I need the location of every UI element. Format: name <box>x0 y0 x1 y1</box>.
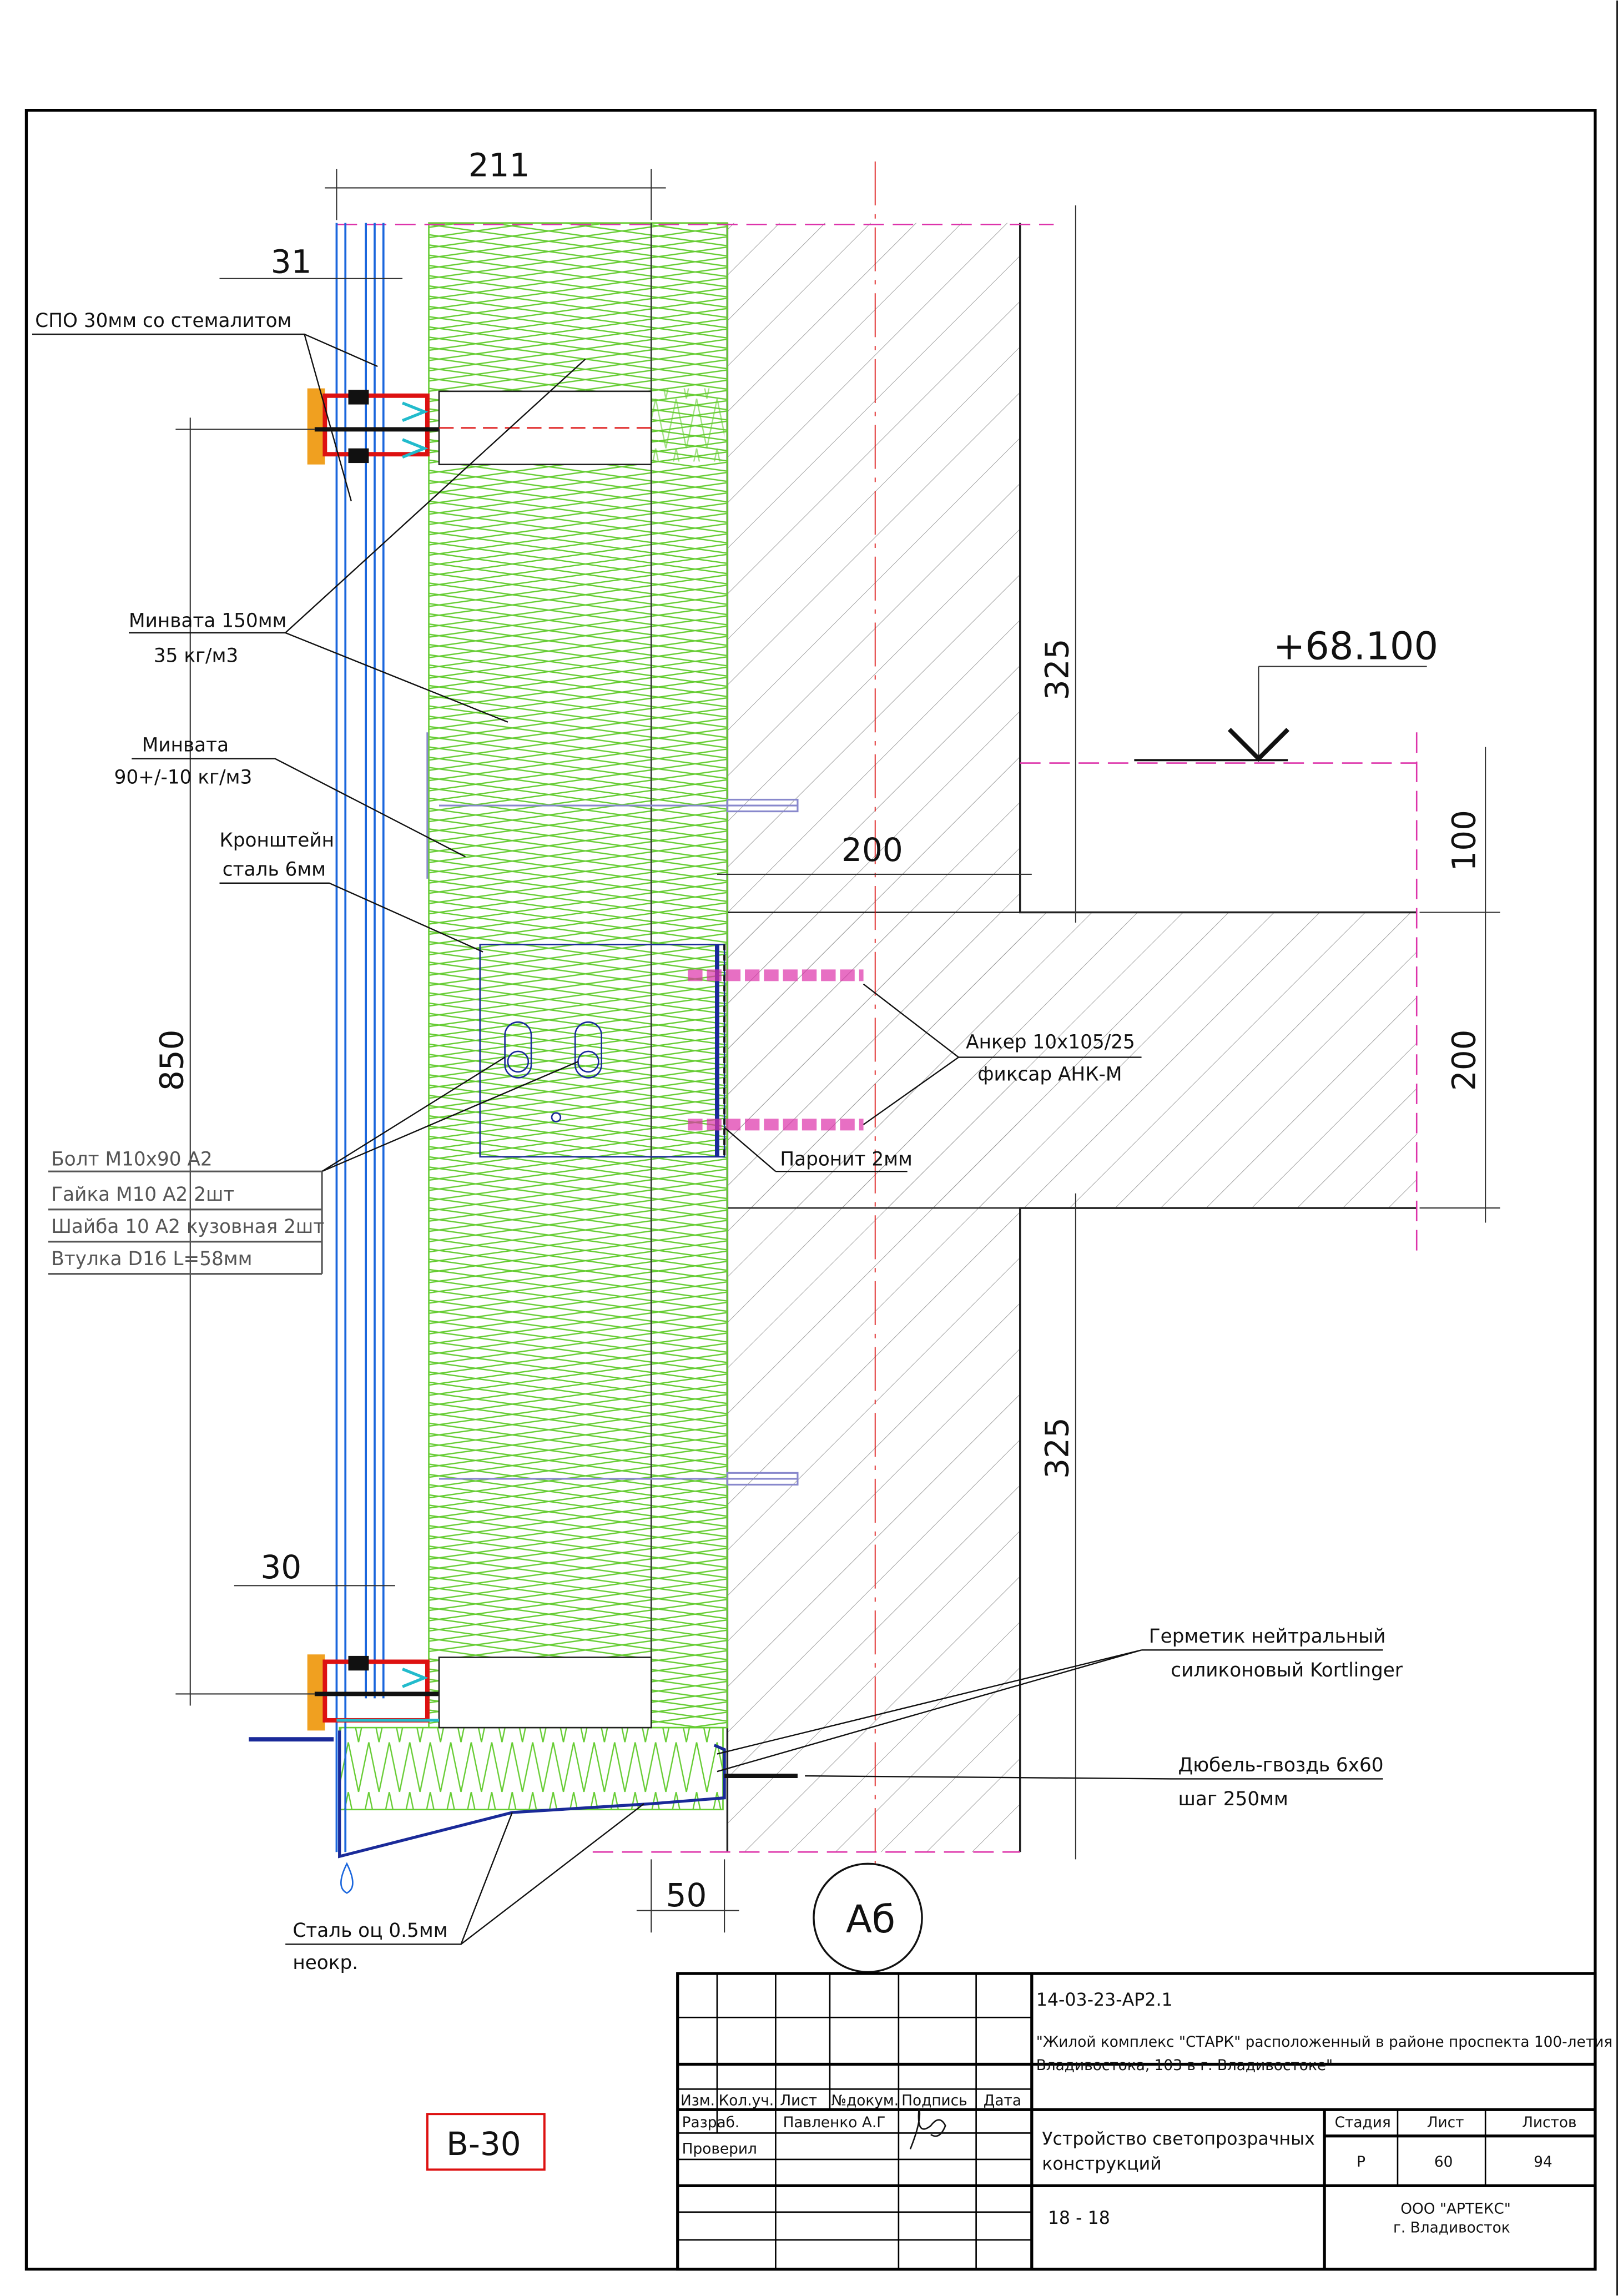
dimension-lines <box>175 169 1500 1933</box>
label-steel-1: Сталь оц 0.5мм <box>293 1920 447 1942</box>
sheet-title-2: конструкций <box>1042 2154 1161 2174</box>
dim-31: 31 <box>271 243 312 280</box>
dim-200-slab: 200 <box>841 831 903 869</box>
level-mark: +68.100 <box>1273 624 1438 668</box>
sheets-value: 94 <box>1534 2154 1553 2171</box>
sheets-label: Листов <box>1522 2114 1576 2131</box>
checked-label: Проверил <box>682 2141 757 2157</box>
company-name: ООО "АРТЕКС" <box>1400 2201 1511 2217</box>
spec-list <box>48 1170 323 1275</box>
drip-icon <box>340 1862 354 1894</box>
spec-item: Втулка D16 L=58мм <box>51 1248 252 1270</box>
sheet-tag-box <box>426 2113 546 2171</box>
doc-code: 14-03-23-АР2.1 <box>1036 1990 1173 2010</box>
label-steel-2: неокр. <box>293 1952 358 1974</box>
section-mark: Аб <box>846 1897 895 1942</box>
label-spo: СПО 30мм со стемалитом <box>35 310 291 332</box>
header-date: Дата <box>984 2092 1021 2109</box>
title-block <box>676 1972 1597 2271</box>
top-glass-fixing <box>307 388 652 466</box>
dim-211: 211 <box>468 146 530 184</box>
project-name-1: "Жилой комплекс "СТАРК" расположенный в … <box>1036 2034 1612 2051</box>
developer-name: Павленко А.Г <box>783 2114 886 2131</box>
spec-item: Болт М10х90 А2 <box>51 1149 212 1171</box>
spec-item: Шайба 10 А2 кузовная 2шт <box>51 1216 324 1238</box>
stage-value: Р <box>1357 2154 1365 2171</box>
dim-850: 850 <box>153 1029 191 1091</box>
developed-label: Разраб. <box>682 2114 740 2131</box>
label-minvata150-1: Минвата 150мм <box>129 610 286 632</box>
project-name-2: Владивостока, 103 в г. Владивостоке" <box>1036 2057 1333 2074</box>
leader-lines <box>32 333 1383 1945</box>
label-dowel-1: Дюбель-гвоздь 6х60 <box>1178 1754 1383 1776</box>
bottom-glass-fixing <box>249 1654 652 1742</box>
label-sealant-1: Герметик нейтральный <box>1149 1625 1386 1648</box>
label-dowel-2: шаг 250мм <box>1178 1788 1288 1810</box>
sheet-tag: В-30 <box>446 2125 521 2163</box>
steel-bracket <box>479 944 864 1158</box>
header-sign: Подпись <box>901 2092 967 2109</box>
header-izm: Изм. <box>681 2092 715 2109</box>
dim-30: 30 <box>260 1548 301 1586</box>
label-minvata90-2: 90+/-10 кг/м3 <box>114 766 253 788</box>
glass-unit <box>335 223 385 1852</box>
reference-lines <box>336 223 1418 1853</box>
dim-50: 50 <box>666 1876 707 1914</box>
dim-325-bottom: 325 <box>1039 1417 1076 1479</box>
sheet-label: Лист <box>1427 2114 1464 2131</box>
spec-item: Гайка М10 А2 2шт <box>51 1184 234 1206</box>
dim-200-right: 200 <box>1445 1029 1483 1091</box>
label-sealant-2: силиконовый Kortlinger <box>1171 1659 1403 1681</box>
concrete-wall <box>726 161 1417 1874</box>
mineral-wool-insulation <box>339 222 728 1811</box>
dim-100: 100 <box>1445 810 1483 872</box>
sheet-title-1: Устройство светопрозрачных <box>1042 2129 1315 2149</box>
header-doc: №докум. <box>831 2092 899 2109</box>
dim-325-top: 325 <box>1039 638 1076 700</box>
header-kol: Кол.уч. <box>719 2092 774 2109</box>
label-anchor-1: Анкер 10х105/25 <box>966 1031 1135 1054</box>
label-bracket-1: Кронштейн <box>219 829 334 852</box>
label-anchor-2: фиксар АНК-М <box>977 1064 1122 1086</box>
insulation-dowels <box>426 732 799 1779</box>
label-bracket-2: сталь 6мм <box>223 859 326 881</box>
stage-label: Стадия <box>1335 2114 1391 2131</box>
company-city: г. Владивосток <box>1393 2220 1510 2237</box>
signature <box>909 2108 946 2149</box>
label-paronit: Паронит 2мм <box>780 1149 913 1171</box>
steel-flashing <box>338 1730 726 1859</box>
sheet-range: 18 - 18 <box>1048 2208 1110 2228</box>
header-list: Лист <box>780 2092 817 2109</box>
sheet-value: 60 <box>1434 2154 1453 2171</box>
label-minvata150-2: 35 кг/м3 <box>154 645 238 667</box>
label-minvata90-1: Минвата <box>142 734 229 756</box>
